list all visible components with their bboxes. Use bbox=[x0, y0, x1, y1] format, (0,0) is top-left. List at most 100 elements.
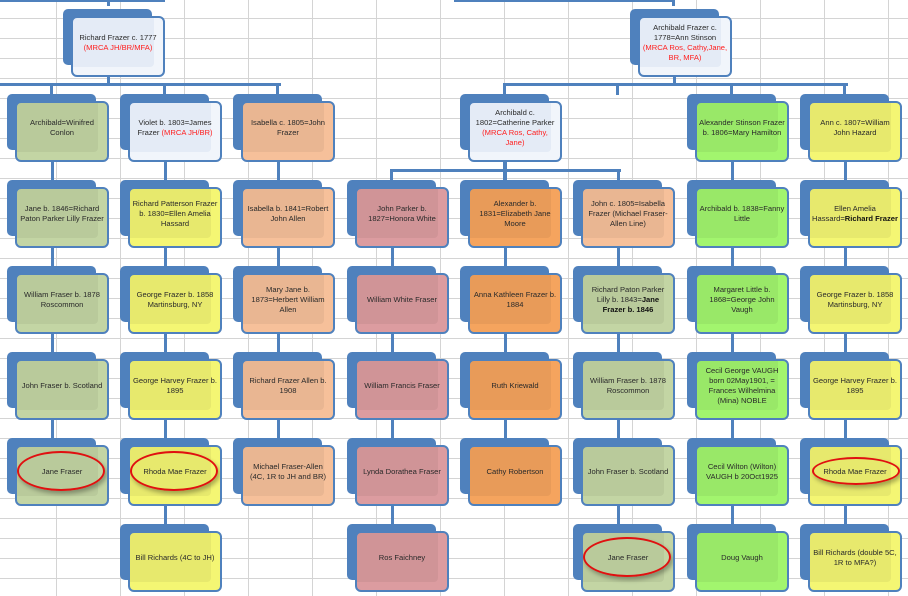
person-node[interactable]: Rhoda Mae Frazer bbox=[800, 438, 902, 506]
person-node[interactable]: Isabella c. 1805=John Frazer bbox=[233, 94, 335, 162]
person-node[interactable]: William White Fraser bbox=[347, 266, 449, 334]
node-label: Lynda Dorathea Fraser bbox=[359, 447, 445, 496]
person-name: Cathy Robertson bbox=[486, 466, 544, 476]
card-shade bbox=[130, 103, 211, 152]
person-node[interactable]: John Fraser b. Scotland bbox=[573, 438, 675, 506]
connector-line bbox=[391, 502, 394, 525]
card-shade bbox=[73, 18, 154, 67]
person-node[interactable]: Richard Frazer Allen b. 1908 bbox=[233, 352, 335, 420]
person-name: William Fraser b. 1878 Roscommon bbox=[590, 375, 666, 395]
connector-line bbox=[844, 502, 847, 525]
person-node[interactable]: Michael Fraser-Allen (4C, 1R to JH and B… bbox=[233, 438, 335, 506]
connector-line bbox=[50, 84, 53, 95]
node-card: Cathy Robertson bbox=[468, 445, 562, 506]
node-card: William Fraser b. 1878 Roscommon bbox=[581, 359, 675, 420]
node-label: John c. 1805=Isabella Frazer (Michael Fr… bbox=[585, 189, 671, 238]
person-node[interactable]: Archibald b. 1838=Fanny Little bbox=[687, 180, 789, 248]
connector-line bbox=[390, 170, 393, 181]
person-name: Richard Patterson Frazer b. 1830=Ellen A… bbox=[132, 198, 218, 228]
person-name: John Fraser b. Scotland bbox=[587, 466, 669, 476]
person-node[interactable]: John Fraser b. Scotland bbox=[7, 352, 109, 420]
person-node[interactable]: Bill Richards (double 5C, 1R to MFA?) bbox=[800, 524, 902, 592]
connector-line bbox=[503, 83, 848, 86]
card-shade bbox=[243, 361, 324, 410]
node-card: George Frazer b. 1858 Martinsburg, NY bbox=[128, 273, 222, 334]
person-node[interactable]: Rhoda Mae Frazer bbox=[120, 438, 222, 506]
node-card: Jane Fraser bbox=[15, 445, 109, 506]
person-node[interactable]: Richard Patterson Frazer b. 1830=Ellen A… bbox=[120, 180, 222, 248]
person-node[interactable]: George Frazer b. 1858 Martinsburg, NY bbox=[800, 266, 902, 334]
connector-line bbox=[277, 416, 280, 439]
person-name: Archibald c. 1802=Catherine Parker bbox=[475, 107, 555, 127]
connector-line bbox=[616, 84, 619, 95]
connector-line bbox=[731, 330, 734, 353]
connector-line bbox=[391, 416, 394, 439]
mrca-note: (MRCA Ros, Cathy,Jane, BR, MFA) bbox=[642, 42, 728, 62]
node-card: Richard Patterson Frazer b. 1830=Ellen A… bbox=[128, 187, 222, 248]
person-node[interactable]: Cecil Wilton (Wilton) VAUGH b 20Oct1925 bbox=[687, 438, 789, 506]
card-shade bbox=[640, 18, 721, 67]
person-node[interactable]: John c. 1805=Isabella Frazer (Michael Fr… bbox=[573, 180, 675, 248]
person-name: John Parker b. 1827=Honora White bbox=[368, 203, 436, 223]
card-shade bbox=[130, 361, 211, 410]
person-node[interactable]: Alexander Stinson Frazer b. 1806=Mary Ha… bbox=[687, 94, 789, 162]
person-node[interactable]: Mary Jane b. 1873=Herbert William Allen bbox=[233, 266, 335, 334]
person-node[interactable]: Archibald c. 1802=Catherine Parker (MRCA… bbox=[460, 94, 562, 162]
card-shade bbox=[357, 361, 438, 410]
connector-line bbox=[454, 0, 674, 2]
person-node[interactable]: George Frazer b. 1858 Martinsburg, NY bbox=[120, 266, 222, 334]
person-node[interactable]: Archibald Frazer c. 1778=Ann Stinson (MR… bbox=[630, 9, 732, 77]
person-node[interactable]: Isabella b. 1841=Robert John Allen bbox=[233, 180, 335, 248]
person-node[interactable]: Bill Richards (4C to JH) bbox=[120, 524, 222, 592]
person-node[interactable]: Margaret Little b. 1868=George John Vaug… bbox=[687, 266, 789, 334]
node-card: George Frazer b. 1858 Martinsburg, NY bbox=[808, 273, 902, 334]
person-node[interactable]: Alexander b. 1831=Elizabeth Jane Moore bbox=[460, 180, 562, 248]
connector-line bbox=[844, 416, 847, 439]
card-shade bbox=[810, 361, 891, 410]
spouse-name: Richard Frazer bbox=[844, 213, 898, 223]
connector-line bbox=[844, 158, 847, 181]
connector-line bbox=[504, 330, 507, 353]
person-node[interactable]: Jane Fraser bbox=[7, 438, 109, 506]
person-node[interactable]: Ellen Amelia Hassard=Richard Frazer bbox=[800, 180, 902, 248]
person-node[interactable]: Jane b. 1846=Richard Paton Parker Lilly … bbox=[7, 180, 109, 248]
connector-line bbox=[730, 84, 733, 95]
node-label: Anna Kathleen Frazer b. 1884 bbox=[472, 275, 558, 324]
node-card: John c. 1805=Isabella Frazer (Michael Fr… bbox=[581, 187, 675, 248]
connector-line bbox=[277, 244, 280, 267]
person-node[interactable]: Ruth Kriewald bbox=[460, 352, 562, 420]
person-name: George Harvey Frazer b. 1895 bbox=[133, 375, 217, 395]
node-label: Ann c. 1807=William John Hazard bbox=[812, 103, 898, 152]
node-card: Archibald=Winifred Conlon bbox=[15, 101, 109, 162]
person-node[interactable]: Cecil George VAUGH born 02May1901, = Fra… bbox=[687, 352, 789, 420]
person-node[interactable]: Cathy Robertson bbox=[460, 438, 562, 506]
person-node[interactable]: George Harvey Frazer b. 1895 bbox=[120, 352, 222, 420]
person-node[interactable]: George Harvey Frazer b. 1895 bbox=[800, 352, 902, 420]
person-node[interactable]: Richard Frazer c. 1777 (MRCA JH/BR/MFA) bbox=[63, 9, 165, 77]
person-node[interactable]: Lynda Dorathea Fraser bbox=[347, 438, 449, 506]
person-node[interactable]: William Fraser b. 1878 Roscommon bbox=[573, 352, 675, 420]
person-node[interactable]: Richard Paton Parker Lilly b. 1843=Jane … bbox=[573, 266, 675, 334]
person-node[interactable]: Ann c. 1807=William John Hazard bbox=[800, 94, 902, 162]
node-card: Rhoda Mae Frazer bbox=[808, 445, 902, 506]
highlight-circle bbox=[17, 451, 105, 491]
person-node[interactable]: Doug Vaugh bbox=[687, 524, 789, 592]
person-name: Alexander b. 1831=Elizabeth Jane Moore bbox=[479, 198, 551, 228]
node-label: William Francis Fraser bbox=[359, 361, 445, 410]
person-node[interactable]: Archibald=Winifred Conlon bbox=[7, 94, 109, 162]
node-card: Archibald Frazer c. 1778=Ann Stinson (MR… bbox=[638, 16, 732, 77]
node-card: Bill Richards (4C to JH) bbox=[128, 531, 222, 592]
person-node[interactable]: John Parker b. 1827=Honora White bbox=[347, 180, 449, 248]
connector-line bbox=[504, 244, 507, 267]
node-label: Jane b. 1846=Richard Paton Parker Lilly … bbox=[19, 189, 105, 238]
person-node[interactable]: William Francis Fraser bbox=[347, 352, 449, 420]
person-node[interactable]: Anna Kathleen Frazer b. 1884 bbox=[460, 266, 562, 334]
connector-line bbox=[107, 0, 110, 6]
card-shade bbox=[243, 103, 324, 152]
person-node[interactable]: Violet b. 1803=James Frazer (MRCA JH/BR) bbox=[120, 94, 222, 162]
person-name: Mary Jane b. 1873=Herbert William Allen bbox=[251, 284, 325, 314]
person-node[interactable]: Ros Faichney bbox=[347, 524, 449, 592]
node-label: Bill Richards (double 5C, 1R to MFA?) bbox=[812, 533, 898, 582]
person-node[interactable]: William Fraser b. 1878 Roscommon bbox=[7, 266, 109, 334]
person-node[interactable]: Jane Fraser bbox=[573, 524, 675, 592]
